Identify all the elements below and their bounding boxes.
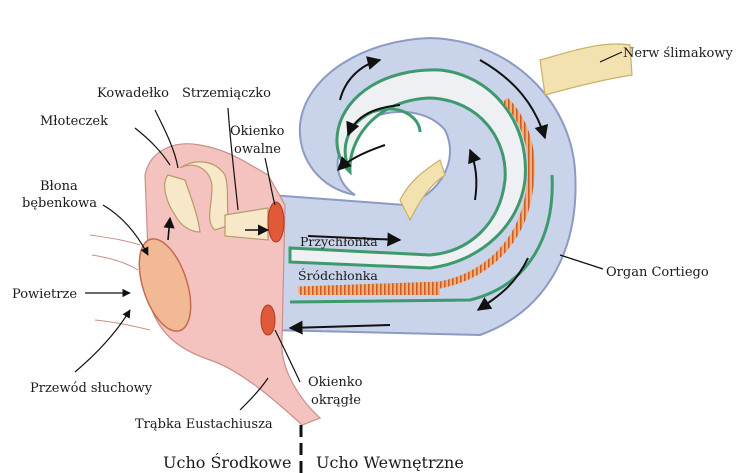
label-okienko-owalne-1: Okienko xyxy=(230,124,285,139)
nerve-bundle xyxy=(540,44,632,95)
label-strzemiaczko: Strzemiączko xyxy=(182,86,271,101)
label-ucho-srodkowe: Ucho Środkowe xyxy=(163,452,291,472)
label-blona-2: bębenkowa xyxy=(22,196,97,211)
label-ucho-wewnetrzne: Ucho Wewnętrzne xyxy=(316,453,464,472)
round-window xyxy=(261,305,275,335)
organ-strip-straight xyxy=(300,287,440,295)
label-kowadelko: Kowadełko xyxy=(97,86,169,101)
label-blona-1: Błona xyxy=(40,179,78,194)
label-przewod: Przewód słuchowy xyxy=(30,381,153,396)
label-powietrze: Powietrze xyxy=(12,287,77,302)
label-trabka: Trąbka Eustachiusza xyxy=(135,417,273,432)
label-przychlonka: Przychłonka xyxy=(300,234,378,249)
label-okienko-okragle-1: Okienko xyxy=(308,375,363,390)
label-okienko-owalne-2: owalne xyxy=(234,142,281,157)
label-okienko-okragle-2: okrągłe xyxy=(311,393,361,408)
label-srodchlonka: Śródchłonka xyxy=(298,267,378,283)
label-nerw: Nerw ślimakowy xyxy=(623,46,733,61)
label-organ: Organ Cortiego xyxy=(606,265,709,280)
oval-window xyxy=(268,202,284,242)
label-mloteczek: Młoteczek xyxy=(40,114,108,129)
